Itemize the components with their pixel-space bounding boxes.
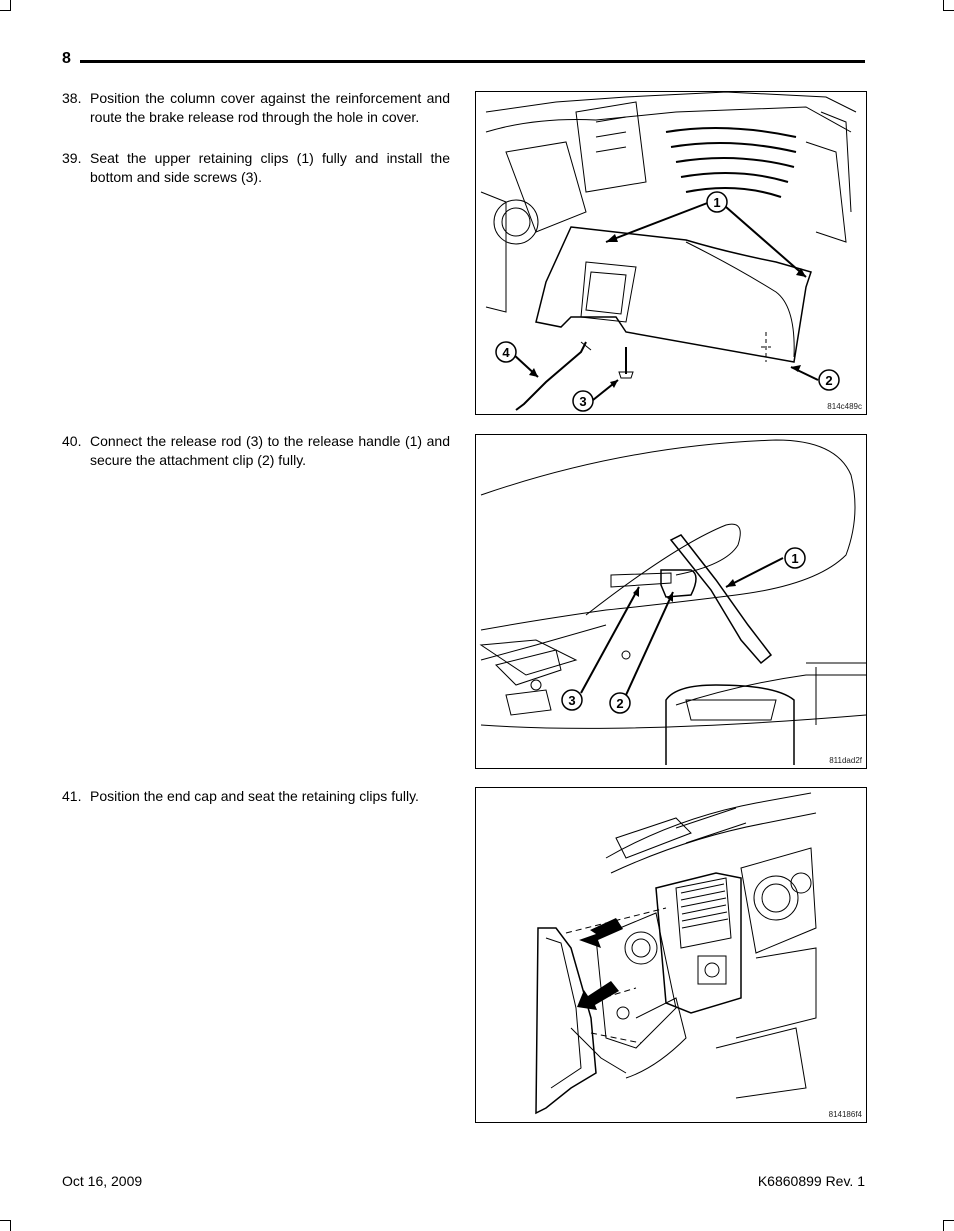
callout-1: 1 (784, 547, 806, 569)
step-text: Seat the upper retaining clips (1) fully… (90, 150, 450, 185)
callout-3: 3 (572, 390, 594, 412)
svg-text:2: 2 (616, 696, 623, 711)
crop-mark-top-left (0, 0, 11, 11)
step-number: 40. (62, 433, 82, 449)
svg-text:4: 4 (502, 345, 510, 360)
figure-id: 814c489c (827, 402, 862, 411)
illustration-release-rod: 1 2 3 (479, 439, 866, 765)
figure-column-cover: 1 2 3 4 814c489c (475, 91, 867, 415)
callout-2: 2 (609, 692, 631, 714)
step-number: 39. (62, 150, 82, 166)
figure-id: 811dad2f (829, 756, 862, 765)
crop-mark-top-right (943, 0, 954, 11)
step-39: 39. Seat the upper retaining clips (1) f… (62, 149, 450, 187)
step-number: 41. (62, 788, 82, 804)
svg-text:1: 1 (791, 551, 798, 566)
footer-doc-number: K6860899 Rev. 1 (757, 1173, 865, 1189)
arrow-icon (577, 918, 623, 1010)
illustration-end-cap (535, 792, 817, 1115)
step-text: Connect the release rod (3) to the relea… (90, 433, 450, 468)
step-number: 38. (62, 90, 82, 106)
svg-text:3: 3 (568, 693, 575, 708)
step-text: Position the column cover against the re… (90, 90, 450, 125)
svg-text:2: 2 (825, 373, 832, 388)
crop-mark-bottom-right (943, 1220, 954, 1231)
step-text: Position the end cap and seat the retain… (90, 788, 419, 804)
header-rule (80, 60, 865, 63)
svg-text:3: 3 (579, 394, 586, 409)
callout-1: 1 (706, 191, 728, 213)
footer-date: Oct 16, 2009 (62, 1173, 143, 1189)
figure-id: 814186f4 (828, 1110, 862, 1119)
step-38: 38. Position the column cover against th… (62, 89, 450, 127)
callout-4: 4 (495, 341, 517, 363)
callout-2: 2 (818, 369, 840, 391)
step-41: 41. Position the end cap and seat the re… (62, 787, 450, 806)
figure-end-cap: 814186f4 (475, 787, 867, 1123)
figure-release-rod: 1 2 3 811dad2f (475, 434, 867, 769)
page-number: 8 (62, 50, 71, 67)
step-40: 40. Connect the release rod (3) to the r… (62, 432, 450, 470)
crop-mark-bottom-left (0, 1220, 11, 1231)
illustration-column-cover: 1 2 3 4 (480, 92, 857, 412)
callout-3: 3 (561, 689, 583, 711)
svg-text:1: 1 (713, 195, 720, 210)
